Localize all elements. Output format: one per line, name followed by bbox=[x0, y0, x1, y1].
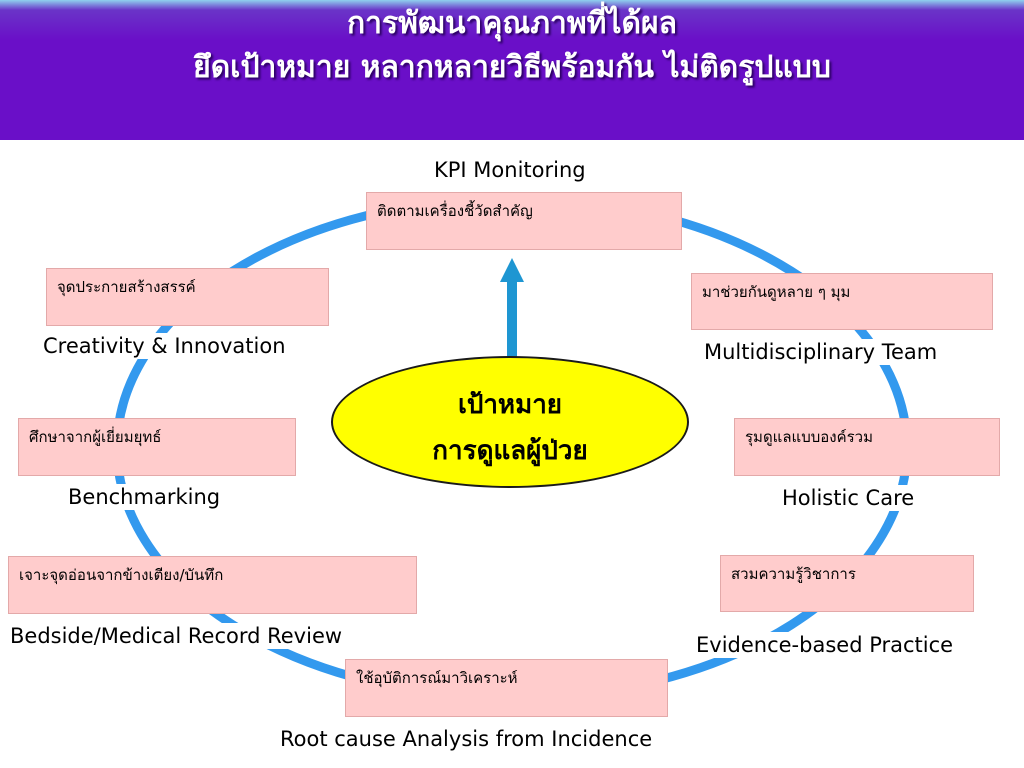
bedside-label: Bedside/Medical Record Review bbox=[4, 623, 349, 649]
evidence-label: Evidence-based Practice bbox=[690, 632, 960, 658]
patient-care-text: การดูแลผู้ป่วย bbox=[432, 436, 588, 466]
bedside-box: เจาะจุดอ่อนจากข้างเตียง/บันทึก bbox=[8, 556, 417, 614]
rootcause-label: Root cause Analysis from Incidence bbox=[274, 726, 659, 752]
kpi-thai-text: ติดตามเครื่องชี้วัดสำคัญ bbox=[377, 202, 533, 220]
rootcause-box: ใช้อุบัติการณ์มาวิเคราะห์ bbox=[345, 659, 668, 717]
holistic-thai-text: รุมดูแลแบบองค์รวม bbox=[745, 428, 873, 446]
goal-ellipse: เป้าหมาย การดูแลผู้ป่วย bbox=[331, 356, 689, 488]
creativity-thai-text: จุดประกายสร้างสรรค์ bbox=[57, 278, 196, 296]
slide-subtitle: ยึดเป้าหมาย หลากหลายวิธีพร้อมกัน ไม่ติดร… bbox=[193, 50, 831, 85]
goal-text: เป้าหมาย bbox=[457, 390, 563, 420]
up-arrow bbox=[500, 258, 524, 360]
bedside-thai-text: เจาะจุดอ่อนจากข้างเตียง/บันทึก bbox=[19, 566, 224, 584]
holistic-label: Holistic Care bbox=[776, 485, 921, 511]
holistic-box: รุมดูแลแบบองค์รวม bbox=[734, 418, 1000, 476]
evidence-box: สวมความรู้วิชาการ bbox=[720, 555, 974, 612]
multidisciplinary-label: Multidisciplinary Team bbox=[698, 339, 944, 365]
kpi-box: ติดตามเครื่องชี้วัดสำคัญ bbox=[366, 192, 682, 250]
creativity-label: Creativity & Innovation bbox=[37, 333, 292, 359]
benchmarking-thai-text: ศึกษาจากผู้เยี่ยมยุทธ์ bbox=[29, 428, 162, 446]
evidence-thai-text: สวมความรู้วิชาการ bbox=[731, 565, 856, 583]
slide-title: การพัฒนาคุณภาพที่ได้ผล bbox=[347, 6, 677, 41]
benchmarking-label: Benchmarking bbox=[62, 484, 227, 510]
multidisciplinary-thai-text: มาช่วยกันดูหลาย ๆ มุม bbox=[702, 283, 851, 301]
rootcause-thai-text: ใช้อุบัติการณ์มาวิเคราะห์ bbox=[356, 669, 518, 687]
benchmarking-box: ศึกษาจากผู้เยี่ยมยุทธ์ bbox=[18, 418, 296, 476]
multidisciplinary-box: มาช่วยกันดูหลาย ๆ มุม bbox=[691, 273, 993, 330]
title-banner: การพัฒนาคุณภาพที่ได้ผล ยึดเป้าหมาย หลากห… bbox=[0, 0, 1024, 140]
kpi-monitoring-label: KPI Monitoring bbox=[434, 158, 586, 182]
creativity-box: จุดประกายสร้างสรรค์ bbox=[46, 268, 329, 326]
